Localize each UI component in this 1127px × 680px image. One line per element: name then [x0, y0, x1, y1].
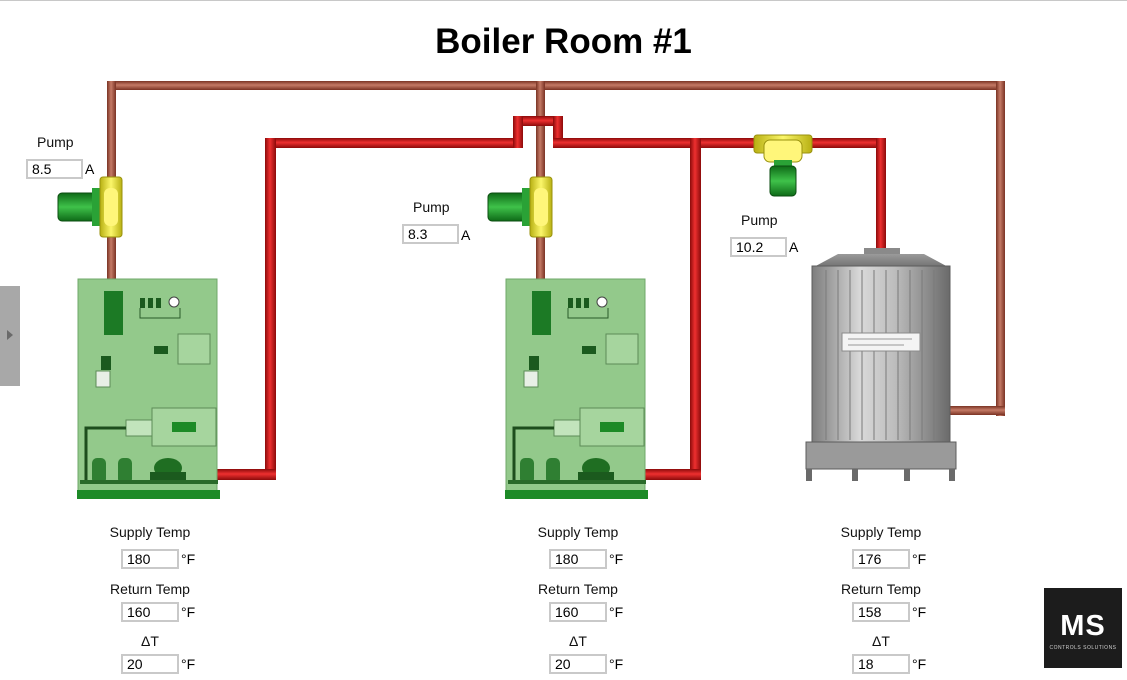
- pump-3-label: Pump: [741, 212, 778, 228]
- unit-1-delta-label: ΔT: [141, 633, 159, 649]
- unit-1-return-field[interactable]: 160: [121, 602, 179, 622]
- unit-3-return-unit: °F: [912, 604, 927, 620]
- logo-tagline: CONTROLS SOLUTIONS: [1049, 645, 1117, 651]
- unit-1-return-label: Return Temp: [110, 581, 190, 597]
- unit-1-delta-field[interactable]: 20: [121, 654, 179, 674]
- unit-1-supply-label: Supply Temp: [109, 524, 191, 540]
- unit-2-delta-unit: °F: [609, 656, 624, 672]
- side-panel-toggle[interactable]: [0, 286, 20, 386]
- unit-2-supply-label: Supply Temp: [537, 524, 619, 540]
- unit-2-return-field[interactable]: 160: [549, 602, 607, 622]
- pump-2-amps-field[interactable]: 8.3: [402, 224, 459, 244]
- unit-3-return-field[interactable]: 158: [852, 602, 910, 622]
- boiler-1: [77, 278, 220, 499]
- pump-1-unit: A: [85, 161, 95, 177]
- unit-2-supply-field[interactable]: 180: [549, 549, 607, 569]
- unit-1-supply-unit: °F: [181, 551, 196, 567]
- pump-3-amps-field[interactable]: 10.2: [730, 237, 787, 257]
- storage-tank: [805, 248, 957, 481]
- pump-1: [57, 176, 123, 238]
- unit-3-return-label: Return Temp: [841, 581, 921, 597]
- pump-3-unit: A: [789, 239, 799, 255]
- unit-3-supply-label: Supply Temp: [840, 524, 922, 540]
- unit-2-return-label: Return Temp: [538, 581, 618, 597]
- pump-2-label: Pump: [413, 199, 450, 215]
- unit-3-delta-label: ΔT: [872, 633, 890, 649]
- pump-1-amps-field[interactable]: 8.5: [26, 159, 83, 179]
- pump-3: [753, 134, 813, 197]
- logo-mark: MS: [1060, 610, 1106, 642]
- unit-3-delta-unit: °F: [912, 656, 927, 672]
- page-title: Boiler Room #1: [435, 22, 692, 61]
- pump-2-unit: A: [461, 227, 471, 243]
- supply-piping: [215, 116, 886, 480]
- unit-3-delta-field[interactable]: 18: [852, 654, 910, 674]
- company-logo: MS CONTROLS SOLUTIONS: [1044, 588, 1122, 668]
- chevron-right-icon: [7, 330, 13, 340]
- unit-2-delta-label: ΔT: [569, 633, 587, 649]
- pump-1-label: Pump: [37, 134, 74, 150]
- unit-3-supply-unit: °F: [912, 551, 927, 567]
- unit-2-delta-field[interactable]: 20: [549, 654, 607, 674]
- unit-1-delta-unit: °F: [181, 656, 196, 672]
- unit-2-supply-unit: °F: [609, 551, 624, 567]
- top-border: [0, 0, 1127, 1]
- boiler-2: [505, 278, 648, 499]
- unit-1-return-unit: °F: [181, 604, 196, 620]
- unit-1-supply-field[interactable]: 180: [121, 549, 179, 569]
- unit-2-return-unit: °F: [609, 604, 624, 620]
- pump-2: [487, 176, 553, 238]
- unit-3-supply-field[interactable]: 176: [852, 549, 910, 569]
